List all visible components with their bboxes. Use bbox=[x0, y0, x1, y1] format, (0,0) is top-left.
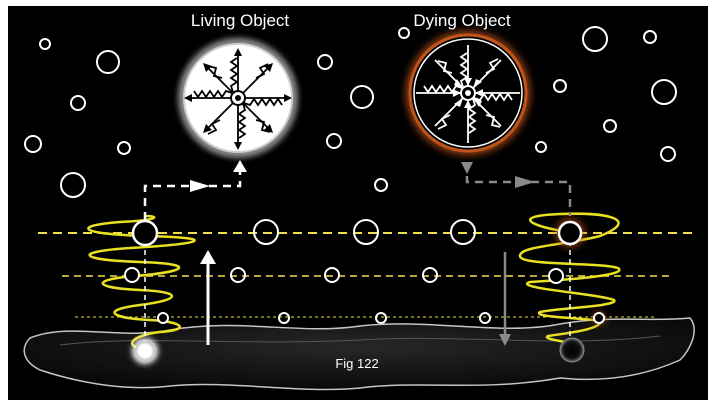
living-path-arrow bbox=[143, 160, 247, 220]
bubble bbox=[422, 267, 438, 283]
living-spiral bbox=[87, 214, 196, 364]
bubble bbox=[230, 267, 246, 283]
bubble bbox=[60, 172, 86, 198]
bubble bbox=[582, 26, 608, 52]
bubble bbox=[124, 267, 140, 283]
bubble-field bbox=[24, 26, 677, 198]
dying-path-arrow bbox=[461, 162, 572, 216]
bubble bbox=[603, 119, 617, 133]
living-object-title: Living Object bbox=[190, 11, 290, 30]
bubble bbox=[326, 133, 342, 149]
bubble bbox=[643, 30, 657, 44]
bubble bbox=[593, 312, 605, 324]
living-object-sphere bbox=[178, 38, 298, 158]
bubble bbox=[317, 54, 333, 70]
dying-spiral bbox=[518, 212, 621, 363]
bubble bbox=[96, 50, 120, 74]
bubble bbox=[553, 79, 567, 93]
figure-caption: Fig 122 bbox=[335, 356, 379, 371]
bubble bbox=[39, 38, 51, 50]
bubble bbox=[353, 219, 379, 245]
bubble bbox=[24, 135, 42, 153]
ground-pool bbox=[23, 317, 695, 391]
bubble bbox=[374, 178, 388, 192]
sink-ball bbox=[559, 337, 585, 363]
bubble bbox=[660, 146, 676, 162]
bubble bbox=[535, 141, 547, 153]
arrow-down-icon bbox=[499, 252, 511, 346]
bubble bbox=[398, 27, 410, 39]
bubble bbox=[548, 268, 564, 284]
bubble bbox=[278, 312, 290, 324]
source-ball bbox=[135, 341, 155, 361]
bubble bbox=[324, 267, 340, 283]
bubble bbox=[117, 141, 131, 155]
dying-object-title: Dying Object bbox=[413, 11, 511, 30]
bubble bbox=[450, 219, 476, 245]
bubble bbox=[479, 312, 491, 324]
rising-spiral bbox=[87, 214, 196, 352]
bubble bbox=[157, 312, 169, 324]
bubble bbox=[70, 95, 86, 111]
bubble bbox=[131, 219, 159, 247]
level-bubbles bbox=[230, 219, 491, 324]
bubble bbox=[350, 85, 374, 109]
bubble bbox=[253, 219, 279, 245]
bubble bbox=[651, 79, 677, 105]
bubble bbox=[557, 220, 583, 246]
bubble bbox=[375, 312, 387, 324]
arrow-up-icon bbox=[200, 250, 216, 345]
dying-object-sphere bbox=[406, 31, 530, 155]
